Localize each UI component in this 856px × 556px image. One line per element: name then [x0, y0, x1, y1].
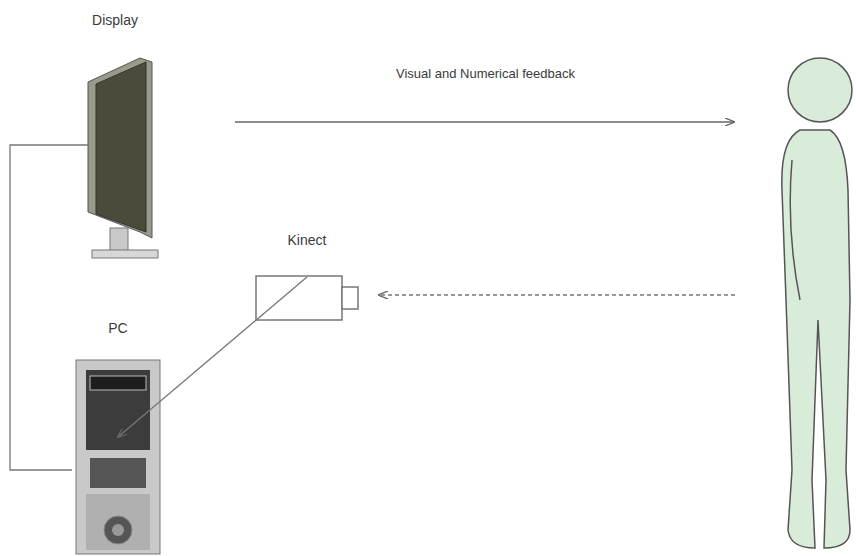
monitor-illustration	[88, 58, 158, 258]
feedback-arrow	[235, 121, 734, 122]
kinect-node: Kinect	[252, 232, 362, 322]
pc-illustration	[76, 360, 160, 554]
node-label: Display	[80, 12, 150, 28]
arrow-label: Visual and Numerical feedback	[393, 66, 578, 81]
connector-line	[10, 145, 88, 470]
display-node: Display	[80, 12, 150, 258]
connector-line	[118, 277, 307, 437]
sensing-arrow	[379, 294, 735, 295]
person-illustration	[782, 58, 852, 548]
node-label: PC	[72, 320, 164, 336]
kinect-illustration	[256, 276, 358, 320]
node-label: Kinect	[252, 232, 362, 248]
pc-node: PC	[72, 320, 164, 554]
